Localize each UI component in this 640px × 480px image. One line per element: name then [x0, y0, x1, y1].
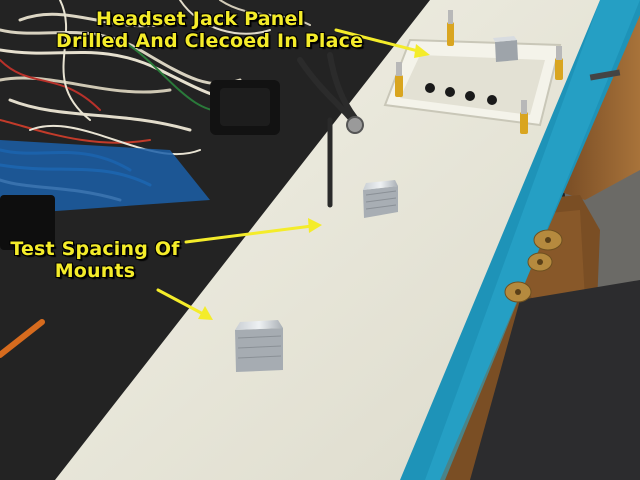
drill-battery [0, 195, 55, 250]
headset-panel-caption: Headset Jack Panel Drilled And Clecoed I… [56, 8, 363, 52]
instrument-panel [55, 0, 600, 480]
arrow-to-bottom-mount [156, 288, 207, 317]
annotation-arrows [156, 28, 430, 320]
rail-bracket [589, 69, 621, 81]
spacing-caption-line1: Test Spacing Of [10, 238, 180, 260]
arrow-to-jack-panel [334, 28, 424, 54]
spacing-caption-line2: Mounts [54, 260, 136, 282]
cleco-pliers [297, 52, 364, 134]
spacing-caption: Test Spacing Of Mounts [10, 238, 180, 282]
floor-mat [470, 280, 640, 480]
test-mount-middle [363, 180, 398, 218]
arrow-to-middle-mount [184, 224, 314, 244]
test-mount-bottom [235, 320, 283, 372]
test-mount-top [493, 36, 518, 62]
pencil [0, 319, 45, 358]
headset-panel-caption-line2: Drilled And Clecoed In Place [56, 30, 364, 52]
headset-panel-caption-line1: Headset Jack Panel [96, 8, 305, 30]
